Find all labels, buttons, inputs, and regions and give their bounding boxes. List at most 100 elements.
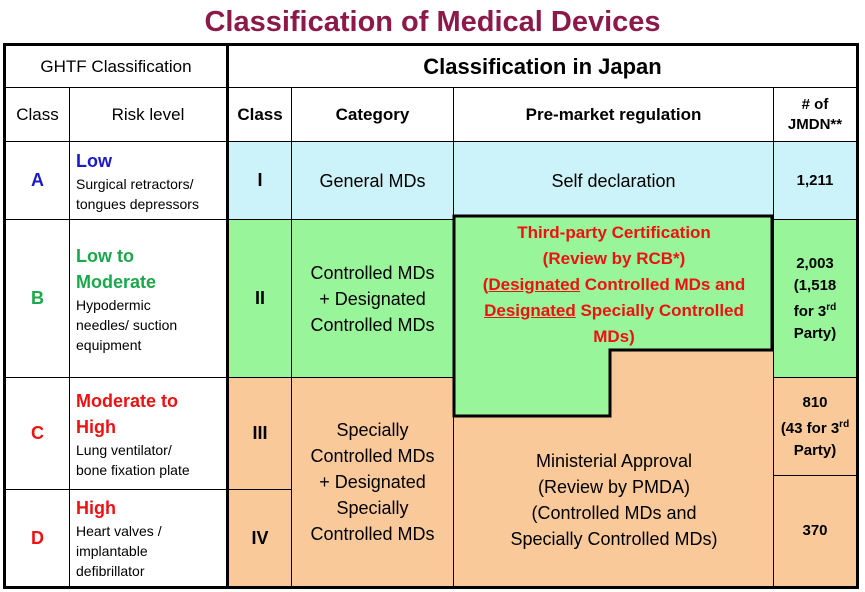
risk-level-a: Low bbox=[76, 150, 112, 171]
ghtf-header-label: GHTF Classification bbox=[40, 56, 192, 76]
jmdn-count-ii-value: 2,003 bbox=[796, 254, 834, 272]
third-party-line4: Designated Specially Controlled bbox=[484, 298, 744, 324]
risk-level-c-1: Moderate to bbox=[76, 390, 179, 411]
risk-cell-c: Moderate to High Lung ventilator/ bone f… bbox=[70, 378, 226, 490]
jmdn-note-ii-3: Party) bbox=[793, 324, 837, 342]
risk-example-b-3: equipment bbox=[76, 336, 142, 353]
jmdn-count-iv-value: 370 bbox=[802, 522, 828, 539]
third-party-line3-pre: ( bbox=[482, 275, 489, 294]
regulation-self: Self declaration bbox=[454, 142, 774, 220]
col-header-jmdn-line1: # of bbox=[801, 95, 829, 113]
japan-class-ii-label: II bbox=[254, 288, 265, 308]
table-section-divider bbox=[226, 43, 229, 589]
jmdn-note-ii-2-sup: rd bbox=[826, 301, 837, 313]
category-specially-line3: + Designated bbox=[319, 472, 426, 492]
risk-cell-a: Low Surgical retractors/ tongues depress… bbox=[70, 142, 226, 220]
japan-header-label: Classification in Japan bbox=[423, 53, 662, 79]
category-specially: Specially Controlled MDs + Designated Sp… bbox=[292, 378, 454, 586]
jmdn-count-iii: 810 (43 for 3rd Party) bbox=[774, 378, 856, 476]
third-party-line5: MDs) bbox=[593, 327, 635, 346]
risk-example-d-3: defibrillator bbox=[76, 563, 145, 579]
col-header-risk-label: Risk level bbox=[111, 104, 185, 124]
ghtf-class-d-label: D bbox=[31, 527, 44, 548]
col-header-category-label: Category bbox=[335, 104, 410, 124]
ministerial-line2: (Review by PMDA) bbox=[537, 477, 691, 497]
risk-cell-d: High Heart valves / implantable defibril… bbox=[70, 490, 226, 586]
category-specially-line5: Controlled MDs bbox=[310, 524, 435, 544]
risk-level-c-2: High bbox=[76, 416, 116, 437]
risk-example-d-1: Heart valves / bbox=[76, 523, 162, 539]
jmdn-note-ii-1: (1,518 bbox=[793, 276, 837, 294]
third-party-region bbox=[452, 214, 774, 418]
risk-example-c-1: Lung ventilator/ bbox=[76, 441, 172, 458]
third-party-line4-post: Specially Controlled bbox=[575, 301, 744, 320]
ministerial-line4: Specially Controlled MDs) bbox=[510, 529, 718, 549]
category-controlled: Controlled MDs + Designated Controlled M… bbox=[292, 220, 454, 378]
col-header-premarket: Pre-market regulation bbox=[454, 88, 774, 142]
ghtf-class-c-label: C bbox=[31, 423, 44, 443]
third-party-line4-underlined: Designated bbox=[484, 301, 576, 320]
col-header-jmdn-line2: JMDN** bbox=[787, 115, 843, 133]
japan-class-iv-label: IV bbox=[251, 527, 269, 548]
ghtf-class-c: C bbox=[6, 378, 70, 490]
jmdn-note-iii-1-sup: rd bbox=[839, 418, 850, 430]
third-party-line3-underlined: Designated bbox=[488, 275, 581, 294]
japan-class-iii-label: III bbox=[252, 423, 268, 443]
japan-class-iii: III bbox=[229, 378, 292, 490]
jmdn-note-ii-2-text: for 3 bbox=[793, 302, 827, 320]
jmdn-count-iii-value: 810 bbox=[802, 393, 828, 411]
category-controlled-line3: Controlled MDs bbox=[310, 314, 435, 335]
ministerial-line3: (Controlled MDs and bbox=[531, 503, 697, 523]
ghtf-class-b-label: B bbox=[31, 288, 44, 308]
col-header-japan-class-label: Class bbox=[237, 104, 283, 124]
risk-example-d-2: implantable bbox=[76, 543, 148, 559]
ghtf-header: GHTF Classification bbox=[6, 46, 226, 88]
col-header-class-label: Class bbox=[16, 104, 59, 124]
third-party-line3-post: Controlled MDs and bbox=[580, 275, 746, 294]
risk-example-a-1: Surgical retractors/ bbox=[76, 175, 194, 192]
third-party-line2: (Review by RCB*) bbox=[542, 249, 686, 268]
jmdn-note-iii-2: Party) bbox=[793, 441, 837, 459]
risk-level-b-2: Moderate bbox=[76, 271, 157, 292]
third-party-line3: (Designated Controlled MDs and bbox=[483, 272, 746, 298]
risk-example-b-1: Hypodermic bbox=[76, 296, 151, 313]
col-header-class: Class bbox=[6, 88, 70, 142]
ghtf-class-a-label: A bbox=[31, 170, 44, 190]
category-controlled-line1: Controlled MDs bbox=[310, 262, 435, 283]
col-header-jmdn: # of JMDN** bbox=[774, 88, 856, 142]
jmdn-count-iv: 370 bbox=[774, 476, 856, 586]
japan-class-iv: IV bbox=[229, 490, 292, 586]
jmdn-note-ii-2: for 3rd bbox=[794, 297, 837, 323]
category-general: General MDs bbox=[292, 142, 454, 220]
col-header-category: Category bbox=[292, 88, 454, 142]
category-specially-line2: Controlled MDs bbox=[310, 446, 435, 466]
risk-cell-b: Low to Moderate Hypodermic needles/ suct… bbox=[70, 220, 226, 378]
regulation-third-party: Third-party Certification (Review by RCB… bbox=[456, 220, 772, 350]
category-general-label: General MDs bbox=[319, 170, 426, 191]
ghtf-class-d: D bbox=[6, 490, 70, 586]
risk-example-c-2: bone fixation plate bbox=[76, 461, 190, 478]
risk-example-a-2: tongues depressors bbox=[76, 195, 199, 212]
jmdn-count-i-value: 1,211 bbox=[796, 171, 834, 189]
japan-class-i: I bbox=[229, 142, 292, 220]
category-specially-line1: Specially bbox=[336, 420, 409, 440]
col-header-premarket-label: Pre-market regulation bbox=[525, 104, 702, 124]
ministerial-line1: Ministerial Approval bbox=[535, 451, 693, 471]
regulation-self-label: Self declaration bbox=[551, 170, 676, 191]
japan-class-ii: II bbox=[229, 220, 292, 378]
risk-level-b-1: Low to bbox=[76, 245, 134, 266]
category-controlled-line2: + Designated bbox=[319, 288, 426, 309]
risk-level-d: High bbox=[76, 498, 116, 518]
japan-header: Classification in Japan bbox=[229, 46, 856, 88]
col-header-risk: Risk level bbox=[70, 88, 226, 142]
regulation-ministerial: Ministerial Approval (Review by PMDA) (C… bbox=[454, 440, 774, 560]
page-title: Classification of Medical Devices bbox=[204, 6, 661, 38]
third-party-line1: Third-party Certification bbox=[517, 223, 711, 242]
jmdn-count-i: 1,211 bbox=[774, 142, 856, 220]
category-specially-line4: Specially bbox=[336, 498, 409, 518]
jmdn-note-iii-1: (43 for 3rd bbox=[781, 414, 849, 440]
jmdn-note-iii-1-text: (43 for 3 bbox=[780, 419, 840, 437]
risk-example-b-2: needles/ suction bbox=[76, 316, 178, 333]
ghtf-class-a: A bbox=[6, 142, 70, 220]
ghtf-class-b: B bbox=[6, 220, 70, 378]
